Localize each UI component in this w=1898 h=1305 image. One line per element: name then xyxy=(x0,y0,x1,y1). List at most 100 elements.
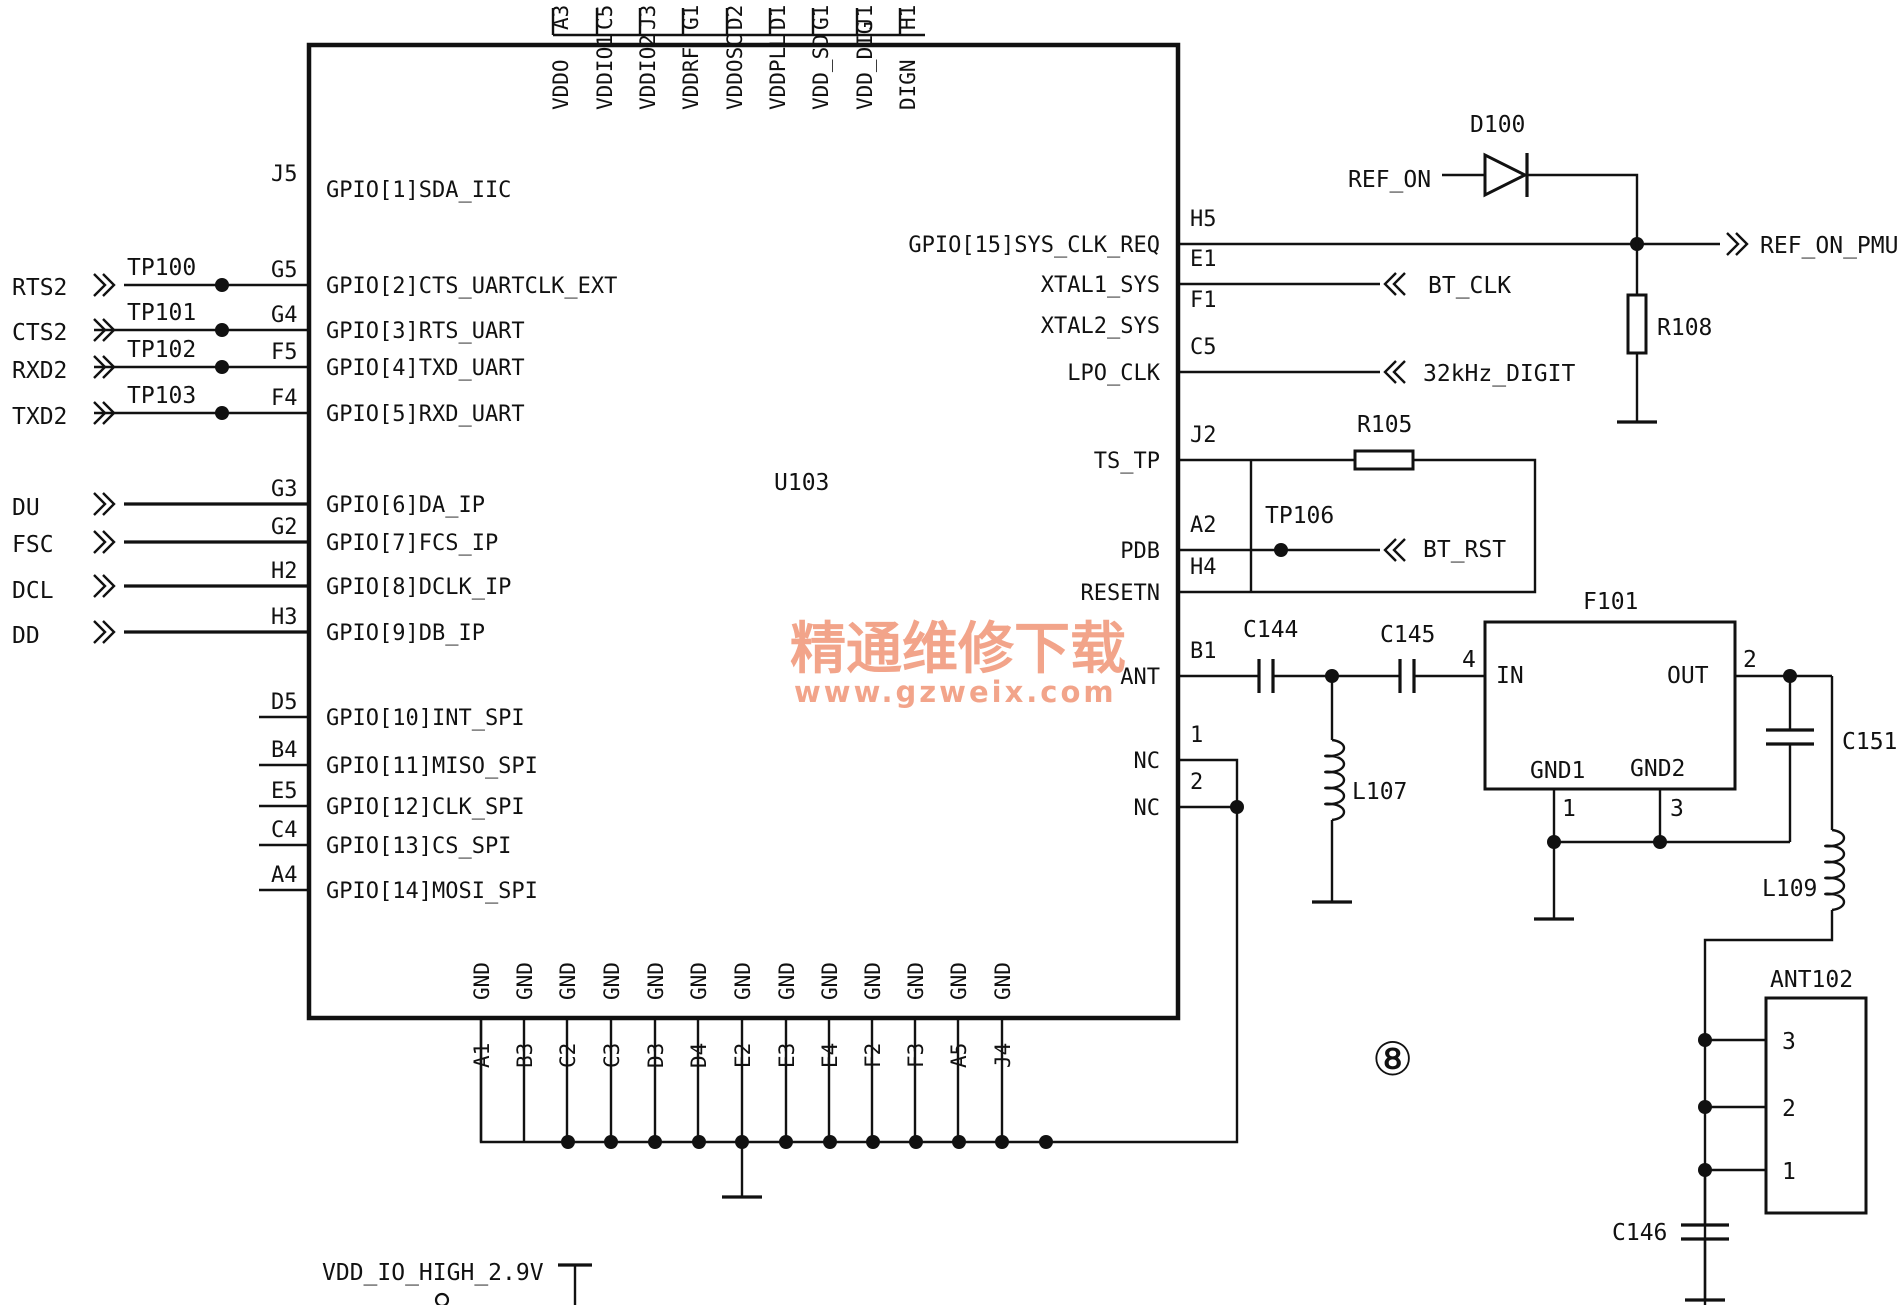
ic-pin-number: E1 xyxy=(1190,247,1217,272)
junction-dot xyxy=(1698,1100,1712,1114)
ic-pin-number: D5 xyxy=(271,690,298,715)
ic-gnd-label: GND xyxy=(644,962,668,1000)
ic-pin-number: H1 xyxy=(896,5,920,30)
ic-pin-number: B3 xyxy=(513,1043,537,1068)
connector-chevron xyxy=(102,530,116,554)
labels: U103J5GPIO[1]SDA_IICG5GPIO[2]CTS_UARTCLK… xyxy=(12,5,1898,1286)
f101-gnd1-label: GND1 xyxy=(1530,758,1585,784)
ic-pin-name: NC xyxy=(1134,749,1161,774)
ic-pin-name: VDD_DIG xyxy=(853,21,877,110)
connector-chevron xyxy=(102,620,116,644)
connector-chevron xyxy=(93,620,107,644)
figure-number: ⑧ xyxy=(1372,1032,1413,1086)
ic-gnd-label: GND xyxy=(470,962,494,1000)
net-label-rxd2: RXD2 xyxy=(12,358,67,384)
ic-pin-number: A5 xyxy=(947,1043,971,1068)
ic-pin-name: VDDO xyxy=(549,59,573,110)
test-point-label: TP100 xyxy=(127,255,196,281)
f101-pin-number: 3 xyxy=(1670,796,1684,822)
ic-u103-body xyxy=(306,42,1181,1021)
ic-pin-name: ANT xyxy=(1120,665,1160,690)
connector-chevron xyxy=(1392,360,1406,384)
ic-gnd-label: GND xyxy=(818,962,842,1000)
ic-pin-number: A3 xyxy=(549,5,573,30)
junction-dot xyxy=(1698,1033,1712,1047)
junction-dot xyxy=(1653,835,1667,849)
ic-pin-name: GPIO[6]DA_IP xyxy=(326,493,485,518)
ic-pin-name: VDDOSC xyxy=(723,34,747,110)
component-c144: C144 xyxy=(1243,617,1298,643)
ic-pin-number: C5 xyxy=(593,5,617,30)
connector-chevron xyxy=(1392,272,1406,296)
inductor-coil xyxy=(1324,738,1346,822)
net-label-32khz: 32kHz_DIGIT xyxy=(1423,361,1575,387)
ant102-pin-number: 1 xyxy=(1782,1159,1796,1185)
net-label-ref-on-pmu: REF_ON_PMU xyxy=(1760,233,1898,259)
ic-pin-number: E5 xyxy=(271,779,298,804)
ic-pin-number: A4 xyxy=(271,863,298,888)
ic-pin-number: J5 xyxy=(271,162,298,187)
connector-chevron xyxy=(1392,538,1406,562)
connector-chevron xyxy=(1383,360,1397,384)
wire xyxy=(1527,173,1639,295)
ic-pin-number: A1 xyxy=(470,1043,494,1068)
ic-pin-number: H5 xyxy=(1190,207,1217,232)
component-ant102: ANT102 xyxy=(1770,967,1853,993)
test-point-tp106: TP106 xyxy=(1265,503,1334,529)
ic-gnd-label: GND xyxy=(947,962,971,1000)
net-label-du: DU xyxy=(12,495,40,521)
ic-gnd-label: GND xyxy=(687,962,711,1000)
ic-pin-name: XTAL2_SYS xyxy=(1041,314,1160,339)
ic-pin-name: GPIO[4]TXD_UART xyxy=(326,356,525,381)
connector-chevron xyxy=(1383,538,1397,562)
net-label-cts2: CTS2 xyxy=(12,320,67,346)
ic-pin-number: C2 xyxy=(556,1043,580,1068)
ic-pin-number: G3 xyxy=(271,477,298,502)
junction-dot xyxy=(1274,543,1288,557)
ic-pin-number: E4 xyxy=(818,1043,842,1068)
ic-pin-number: F2 xyxy=(861,1043,885,1068)
test-point-circle xyxy=(434,1292,450,1305)
ic-gnd-label: GND xyxy=(600,962,624,1000)
wire xyxy=(1178,458,1537,594)
component-f101: F101 xyxy=(1583,589,1638,615)
ic-pin-number: D2 xyxy=(723,5,747,30)
ic-pin-name: GPIO[7]FCS_IP xyxy=(326,531,498,556)
antenna-ant102 xyxy=(1764,996,1868,1215)
ic-pin-name: GPIO[5]RXD_UART xyxy=(326,402,525,427)
f101-in-label: IN xyxy=(1496,663,1524,689)
net-label-dd: DD xyxy=(12,623,40,649)
ic-pin-number: J2 xyxy=(1190,423,1217,448)
ic-gnd-label: GND xyxy=(731,962,755,1000)
ic-pin-number: C5 xyxy=(1190,335,1217,360)
component-r108: R108 xyxy=(1657,315,1712,341)
f101-pin-number: 4 xyxy=(1462,647,1476,673)
connector-chevron xyxy=(93,492,107,516)
watermark-url: www.gzweix.com xyxy=(794,675,1117,709)
ic-pin-name: GPIO[10]INT_SPI xyxy=(326,706,525,731)
ic-pin-number: G2 xyxy=(271,515,298,540)
component-l107: L107 xyxy=(1352,779,1407,805)
connector-chevron xyxy=(102,273,116,297)
ic-pin-number: G1 xyxy=(809,5,833,30)
ic-pin-number: D1 xyxy=(766,5,790,30)
connector-chevron xyxy=(1726,232,1740,256)
ground-bus xyxy=(479,805,1239,1144)
resistor-r108 xyxy=(1626,293,1648,355)
f101-pin-number: 1 xyxy=(1562,796,1576,822)
ic-pin-number: B4 xyxy=(271,738,298,763)
component-l109: L109 xyxy=(1762,876,1817,902)
ic-pin-number: F4 xyxy=(271,386,298,411)
ic-pin-number: A2 xyxy=(1190,513,1217,538)
ic-pin-number: C3 xyxy=(600,1043,624,1068)
ic-pin-name: DIGN xyxy=(896,59,920,110)
ic-pin-number: G1 xyxy=(679,5,703,30)
ic-gnd-label: GND xyxy=(775,962,799,1000)
ic-pin-name: GPIO[12]CLK_SPI xyxy=(326,795,525,820)
wire xyxy=(1703,910,1834,1305)
ic-pin-number: C4 xyxy=(271,818,298,843)
ic-pin-name: GPIO[1]SDA_IIC xyxy=(326,178,511,203)
ic-pin-name: GPIO[2]CTS_UARTCLK_EXT xyxy=(326,274,617,299)
ic-pin-name: GPIO[3]RTS_UART xyxy=(326,319,525,344)
net-label-ref-on: REF_ON xyxy=(1348,167,1431,193)
